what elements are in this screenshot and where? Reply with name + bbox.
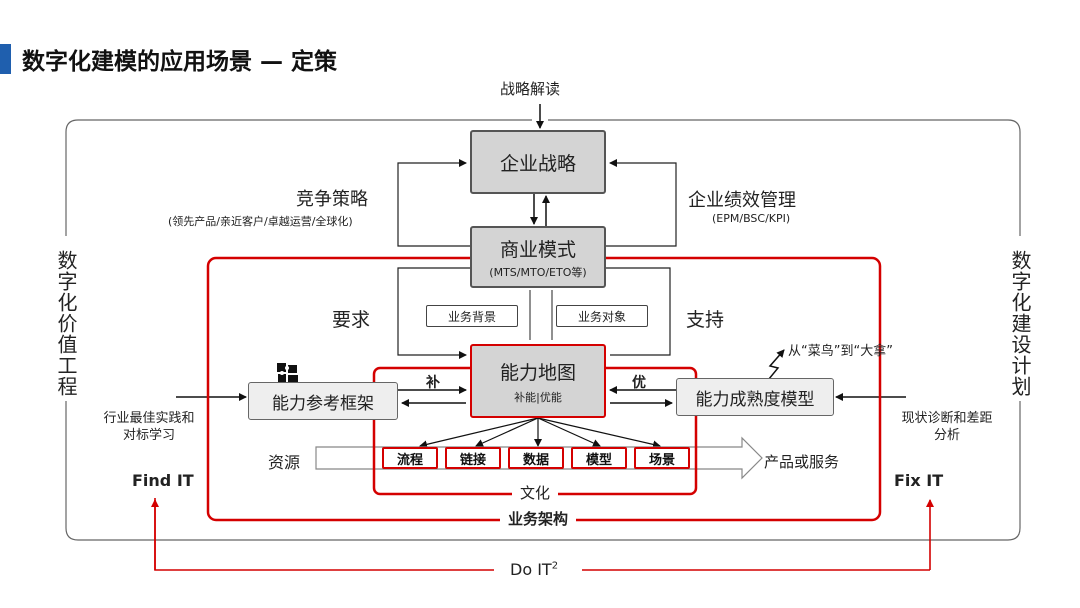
capability-map-sub: 补能|优能	[514, 390, 562, 404]
element-data-box: 数据	[508, 447, 564, 469]
capability-reference-framework-label: 能力参考框架	[272, 393, 374, 414]
business-architecture-label: 业务架构	[500, 508, 577, 529]
digital-value-engineering-label: 数字化价值工程	[52, 246, 81, 401]
enterprise-strategy-box: 企业战略	[470, 130, 606, 194]
best-practice-label: 行业最佳实践和 对标学习	[103, 411, 195, 443]
supplement-label: 补	[426, 375, 440, 391]
performance-management-title: 企业绩效管理	[688, 190, 796, 211]
diagnosis-label: 现状诊断和差距 分析	[901, 411, 993, 443]
capability-map-box: 能力地图 补能|优能	[470, 344, 606, 418]
performance-management-sub: (EPM/BSC/KPI)	[712, 212, 791, 225]
page-title: 数字化建模的应用场景 — 定策	[22, 49, 338, 75]
capability-maturity-model-label: 能力成熟度模型	[695, 389, 815, 410]
culture-label: 文化	[512, 482, 559, 503]
do-it-label: Do IT2	[504, 560, 565, 579]
element-model-label: 模型	[585, 452, 612, 468]
element-process-label: 流程	[396, 452, 423, 468]
digital-construction-plan-label: 数字化建设计划	[1006, 246, 1035, 401]
business-background-label: 业务背景	[447, 309, 496, 324]
business-model-sub: (MTS/MTO/ETO等)	[489, 265, 587, 279]
element-scene-box: 场景	[634, 447, 690, 469]
title-accent-bar	[0, 44, 11, 74]
optimize-label: 优	[632, 375, 646, 391]
find-it-label: Find IT	[132, 471, 194, 490]
competition-strategy-title: 竞争策略	[296, 189, 368, 210]
rookie-to-master-label: 从“菜鸟”到“大拿”	[788, 344, 893, 359]
business-background-box: 业务背景	[426, 305, 518, 327]
capability-maturity-model-box: 能力成熟度模型	[676, 378, 834, 416]
element-scene-label: 场景	[648, 452, 675, 468]
business-object-label: 业务对象	[577, 309, 626, 324]
fix-it-label: Fix IT	[894, 471, 944, 490]
products-or-services-label: 产品或服务	[764, 453, 840, 471]
element-link-label: 链接	[459, 452, 486, 468]
requirement-label: 要求	[332, 309, 371, 331]
business-model-title: 商业模式	[499, 238, 576, 261]
element-data-label: 数据	[522, 452, 549, 468]
do-it-text: Do IT	[510, 560, 552, 579]
strategy-interpretation-label: 战略解读	[500, 80, 561, 98]
element-link-box: 链接	[445, 447, 501, 469]
capability-reference-framework-box: 能力参考框架	[248, 382, 398, 420]
business-object-box: 业务对象	[556, 305, 648, 327]
puzzle-icon	[276, 362, 300, 386]
business-model-box: 商业模式 (MTS/MTO/ETO等)	[470, 226, 606, 288]
capability-map-title: 能力地图	[499, 361, 576, 384]
element-model-box: 模型	[571, 447, 627, 469]
resources-label: 资源	[268, 453, 301, 472]
do-it-superscript: 2	[551, 560, 559, 572]
competition-strategy-sub: (领先产品/亲近客户/卓越运营/全球化)	[168, 215, 353, 228]
enterprise-strategy-label: 企业战略	[499, 152, 576, 175]
element-process-box: 流程	[382, 447, 438, 469]
support-label: 支持	[686, 309, 725, 331]
